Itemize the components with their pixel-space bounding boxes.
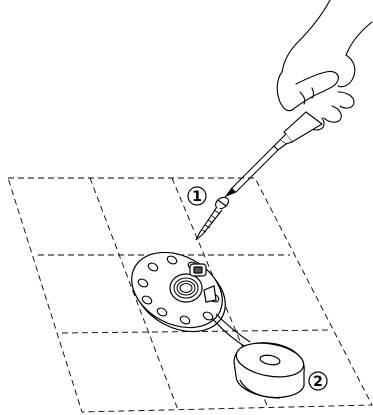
screwdriver-icon bbox=[226, 112, 322, 196]
step-2-label: 2 bbox=[313, 374, 323, 390]
hand-icon bbox=[277, 0, 372, 130]
tape-reel-icon bbox=[234, 338, 307, 398]
flange-icon bbox=[119, 237, 239, 346]
step-callout-1: 1 bbox=[188, 187, 206, 205]
step-1-label: 1 bbox=[192, 189, 202, 205]
step-callout-2: 2 bbox=[309, 372, 327, 390]
